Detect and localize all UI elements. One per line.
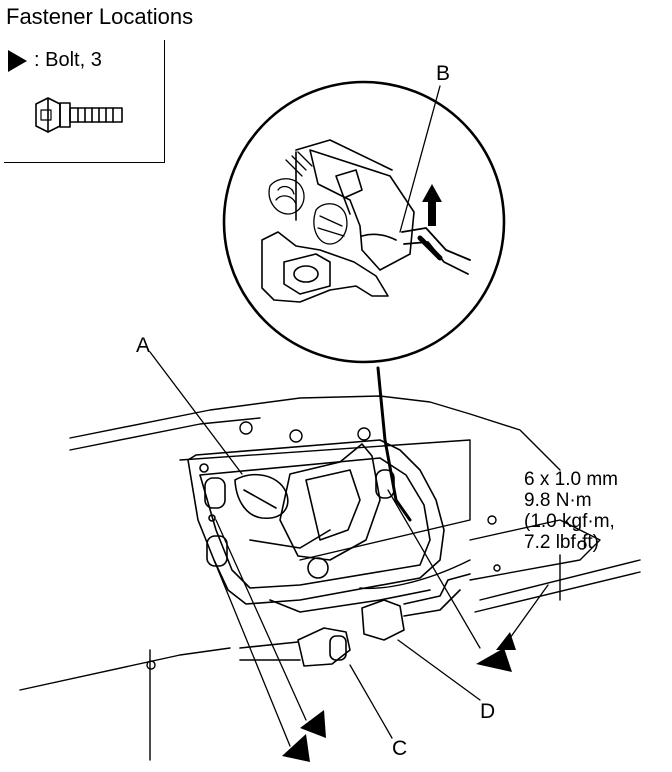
bolt-marker-3: [476, 648, 512, 672]
label-b: B: [436, 62, 451, 85]
support-panel: [19, 395, 641, 761]
latch-mechanism: [234, 443, 431, 613]
spec-line-1: 6 x 1.0 mm: [524, 469, 618, 490]
legend-text: : Bolt, 3: [34, 49, 102, 71]
legend-arrow-icon: [8, 50, 27, 72]
label-a: A: [136, 334, 151, 357]
release-cable: [376, 366, 412, 522]
bolt-marker-2: [282, 734, 310, 762]
spec-arrowhead: [496, 632, 516, 650]
bolt-marker-1: [300, 710, 326, 738]
legend-box: [4, 40, 165, 163]
direction-arrow-icon: [422, 184, 442, 226]
cable-clip-c: [239, 627, 351, 667]
page-title: Fastener Locations: [6, 4, 194, 29]
label-d: D: [480, 700, 496, 723]
spec-line-4: 7.2 lbf·ft): [524, 532, 599, 553]
connector-d: [361, 573, 471, 641]
leader-lines: [149, 85, 549, 747]
spec-line-2: 9.8 N·m: [524, 490, 592, 511]
spec-line-3: (1.0 kgf·m,: [524, 511, 615, 532]
torque-spec: 6 x 1.0 mm 9.8 N·m (1.0 kgf·m, 7.2 lbf·f…: [524, 469, 618, 553]
label-c: C: [392, 737, 408, 760]
detail-latch: [261, 139, 471, 303]
detail-circle: [222, 80, 506, 364]
bolt-icon: [35, 97, 123, 133]
